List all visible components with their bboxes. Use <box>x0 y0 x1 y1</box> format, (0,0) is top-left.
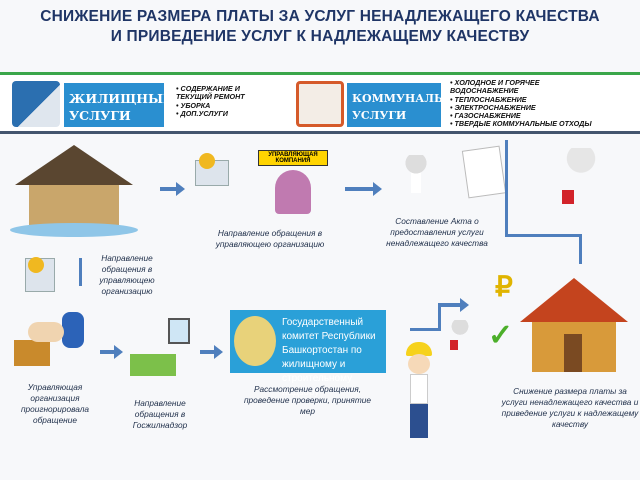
repairman-small-icon <box>450 320 470 352</box>
person-figure-icon <box>403 155 429 195</box>
arrow-right <box>200 345 223 359</box>
arrow-down <box>579 234 582 264</box>
utilities-label-2: УСЛУГИ <box>352 109 407 122</box>
management-company-image: УПРАВЛЯЮЩАЯ КОМПАНИЯ <box>258 150 328 222</box>
step-review: Рассмотрение обращения, проведение прове… <box>243 384 371 416</box>
housing-label: ЖИЛИЩНЫЕ УСЛУГИ <box>64 83 173 127</box>
services-banner: ЖИЛИЩНЫЕ УСЛУГИ СОДЕРЖАНИЕ И ТЕКУЩИЙ РЕМО… <box>0 72 640 134</box>
utilities-list: ХОЛОДНОЕ И ГОРЯЧЕЕ ВОДОСНАБЖЕНИЕ ТЕПЛОСН… <box>450 78 592 129</box>
title-line-1: СНИЖЕНИЕ РАЗМЕРА ПЛАТЫ ЗА УСЛУГ НЕНАДЛЕЖ… <box>40 8 600 25</box>
inspector-figure-image <box>398 342 442 440</box>
housing-item: ДОП.УСЛУГИ <box>176 109 271 118</box>
angry-envelope-icon <box>195 153 229 186</box>
utilities-item: ТЕПЛОСНАБЖЕНИЕ <box>450 95 592 104</box>
checkmark-icon: ✓ <box>488 319 514 352</box>
ruble-icon: ₽ <box>495 271 513 302</box>
step-act: Составление Акта о предоставления услуги… <box>386 216 488 248</box>
housing-item: УБОРКА <box>176 101 271 110</box>
company-sign: УПРАВЛЯЮЩАЯ КОМПАНИЯ <box>258 150 328 166</box>
committee-banner: Государственный комитет Республики Башко… <box>230 310 386 398</box>
meter-pipes-icon <box>296 81 344 127</box>
connector-line <box>438 304 441 331</box>
repaired-house-image <box>520 268 628 378</box>
document-signing-icon <box>461 145 507 199</box>
repairman-figure-icon <box>560 148 602 218</box>
sleeping-manager-image <box>14 312 86 367</box>
step-send-to-company: Направление обращения в управляющею орга… <box>215 228 325 249</box>
arrow-right <box>160 182 185 196</box>
paint-roller-icon <box>12 81 60 127</box>
housing-item: СОДЕРЖАНИЕ И ТЕКУЩИЙ РЕМОНТ <box>176 84 271 102</box>
utilities-item: ТВЕРДЫЕ КОММУНАЛЬНЫЕ ОТХОДЫ <box>450 120 592 129</box>
connector-line <box>505 140 508 236</box>
connector-line <box>410 328 440 331</box>
utilities-label: КОММУНАЛЬНЫЕ УСЛУГИ <box>347 83 476 127</box>
utilities-label-1: КОММУНАЛЬНЫЕ <box>352 92 476 105</box>
utilities-item: ХОЛОДНОЕ И ГОРЯЧЕЕ ВОДОСНАБЖЕНИЕ <box>450 78 550 96</box>
title-line-2: И ПРИВЕДЕНИЕ УСЛУГ К НАДЛЕЖАЩЕМУ КАЧЕСТВ… <box>110 28 530 45</box>
utilities-item: ГАЗОСНАБЖЕНИЕ <box>450 111 592 120</box>
broken-house-image <box>10 145 138 237</box>
step-send-to-company-side: Направление обращения в управляющею орга… <box>99 253 155 296</box>
result-text: Снижение размера платы за услуги ненадле… <box>501 386 639 429</box>
housing-label-1: ЖИЛИЩНЫЕ <box>69 91 173 106</box>
angry-envelope-icon <box>25 257 55 292</box>
connector-line <box>505 234 582 237</box>
housing-label-2: УСЛУГИ <box>69 108 131 123</box>
arrow-down <box>79 258 82 286</box>
arrow-right <box>438 298 469 312</box>
housing-list: СОДЕРЖАНИЕ И ТЕКУЩИЙ РЕМОНТ УБОРКА ДОП.У… <box>176 84 271 118</box>
committee-name: Государственный комитет Республики Башко… <box>282 317 376 398</box>
coat-of-arms-emblem <box>234 316 276 366</box>
arrow-right <box>345 182 382 196</box>
step-gzhn: Направление обращения в Госжилнадзор <box>132 398 188 430</box>
clerk-image <box>130 318 194 384</box>
step-ignored: Управляющая организация проигнорировала … <box>20 382 90 425</box>
utilities-item: ЭЛЕКТРОСНАБЖЕНИЕ <box>450 103 592 112</box>
arrow-right <box>100 345 123 359</box>
